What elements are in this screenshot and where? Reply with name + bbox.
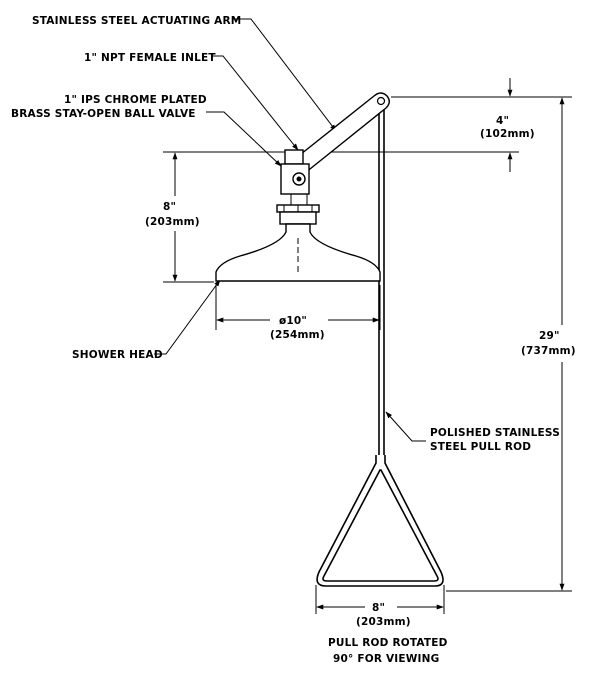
inlet-leader xyxy=(211,55,299,151)
valve-label-line2: BRASS STAY-OPEN BALL VALVE xyxy=(11,108,196,120)
arm-offset-dimension-mm: (102mm) xyxy=(480,128,535,140)
pull-rod-triangle-handle xyxy=(316,455,444,587)
valve-label-line1: 1" IPS CHROME PLATED xyxy=(64,94,207,106)
note-line2: 90° FOR VIEWING xyxy=(333,653,439,665)
actuating-arm-label: STAINLESS STEEL ACTUATING ARM xyxy=(32,15,241,27)
pull-rod-leader xyxy=(385,411,426,442)
shower-head-collar xyxy=(279,211,317,225)
pull-rod-label-line2: STEEL PULL ROD xyxy=(430,441,531,453)
rod-length-dimension: 29" xyxy=(539,330,560,342)
shower-head-label: SHOWER HEAD xyxy=(72,349,163,361)
head-diameter-dimension: ø10" xyxy=(279,315,307,327)
pull-rod-label-line1: POLISHED STAINLESS xyxy=(430,427,560,439)
inlet-label: 1" NPT FEMALE INLET xyxy=(84,52,216,64)
shower-head-leader xyxy=(154,279,221,355)
actuating-arm xyxy=(295,92,390,175)
arm-offset-dimension: 4" xyxy=(496,115,509,127)
note-line1: PULL ROD ROTATED xyxy=(328,637,448,649)
shower-head xyxy=(215,204,381,282)
handle-width-dimension: 8" xyxy=(372,602,385,614)
inlet-fitting xyxy=(284,149,304,165)
actuating-arm-leader xyxy=(233,18,337,132)
head-height-dimension: 8" xyxy=(163,201,176,213)
ball-valve xyxy=(280,149,310,205)
handle-width-dimension-mm: (203mm) xyxy=(356,616,411,628)
valve-leader xyxy=(206,111,282,167)
pull-rod xyxy=(316,104,444,587)
head-height-dimension-mm: (203mm) xyxy=(145,216,200,228)
rod-length-dimension-mm: (737mm) xyxy=(521,345,576,357)
head-diameter-dimension-mm: (254mm) xyxy=(270,329,325,341)
